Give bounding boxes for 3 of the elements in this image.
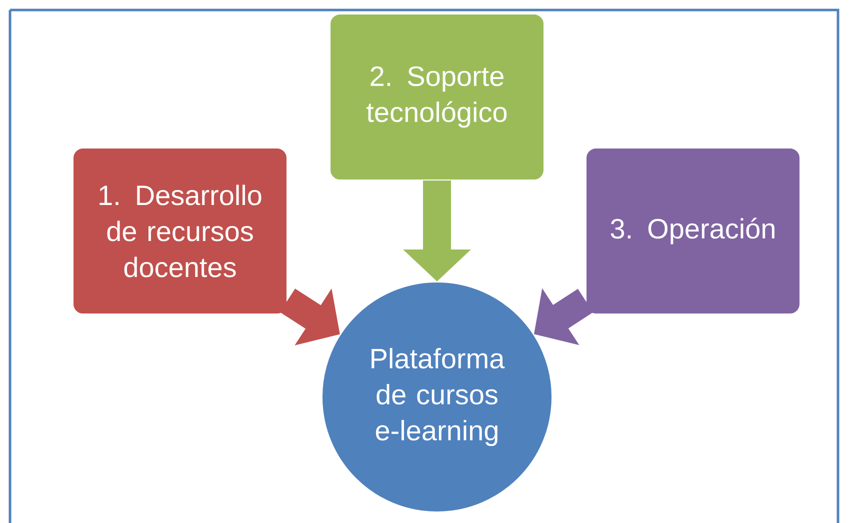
process-box: 3. Operación — [586, 148, 800, 314]
process-box: 1. Desarrollo de recursos docentes — [72, 148, 288, 314]
process-box: 2. Soporte tecnológico — [330, 14, 544, 180]
